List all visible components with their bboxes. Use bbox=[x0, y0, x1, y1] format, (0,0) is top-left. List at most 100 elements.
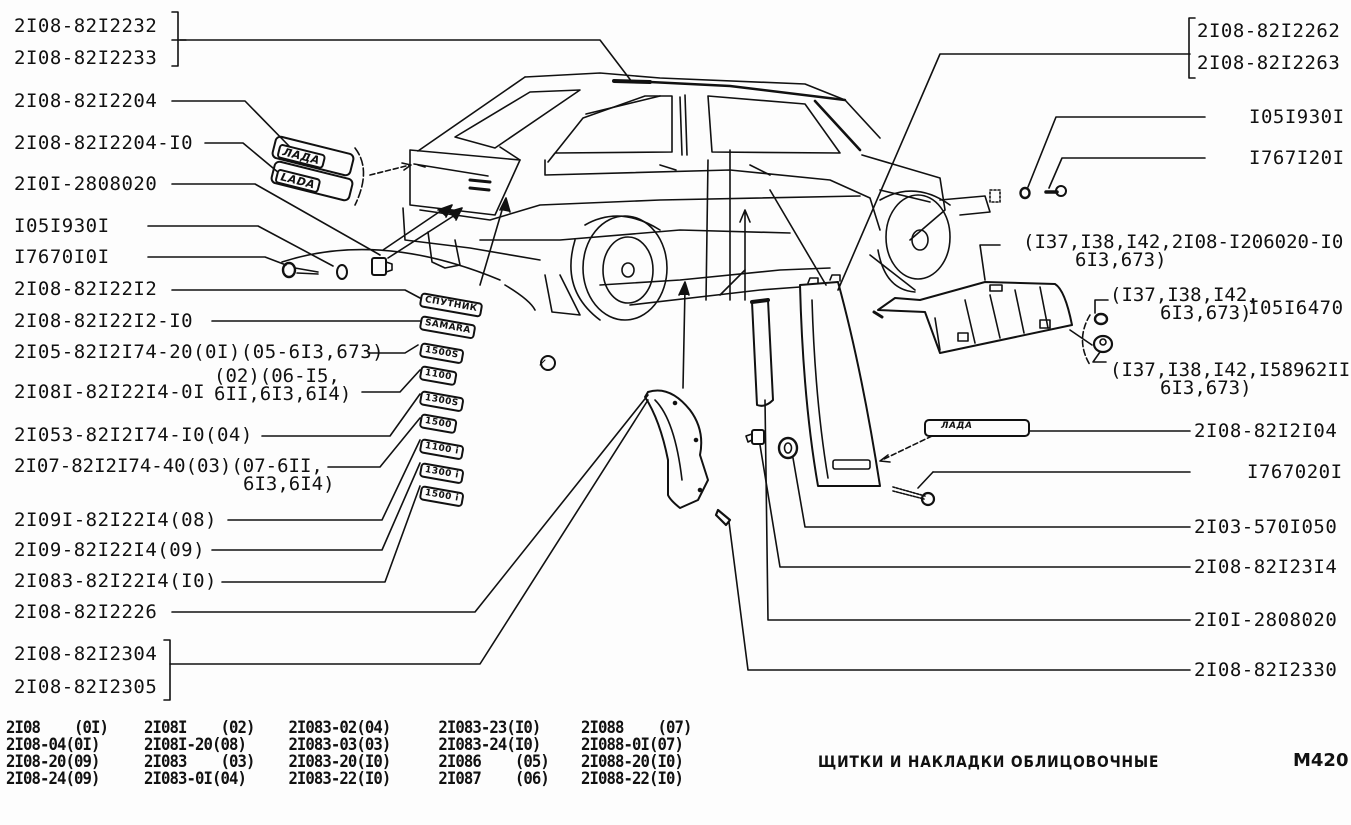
label-emblem-lada-10: 2I08-82I2204-I0 bbox=[14, 132, 194, 154]
leader-roof-molding bbox=[171, 39, 633, 83]
leader-washer-left bbox=[147, 225, 334, 267]
legend-entry: 2I083 (03) bbox=[144, 752, 255, 772]
legend-entry: 2I08I (02) bbox=[144, 718, 255, 738]
pillar-trim-wide bbox=[799, 274, 881, 487]
legend-entry: 2I083-02(04) bbox=[288, 718, 391, 738]
leader-door-molding bbox=[837, 53, 1191, 291]
legend-entry: 2I08 (0I) bbox=[6, 718, 109, 738]
label-nut1-bottom: 6I3,673) bbox=[1160, 302, 1252, 324]
label-badge-sputnik: 2I08-82I22I2 bbox=[14, 278, 158, 300]
screw-right bbox=[1044, 185, 1067, 197]
grommet bbox=[777, 436, 799, 460]
leader-shield bbox=[979, 244, 1001, 281]
label-grommet: 2I03-570I050 bbox=[1194, 516, 1338, 538]
legend-entry: 2I086 (05) bbox=[438, 752, 549, 772]
label-nut1-top: (I37,I38,I42, bbox=[1110, 284, 1259, 306]
label-badge-21081: 2I08I-82I22I4-0I bbox=[14, 381, 206, 403]
label-door-molding-1: 2I08-82I2262 bbox=[1197, 20, 1341, 42]
leader-wheel-arch bbox=[171, 394, 649, 613]
stud bbox=[714, 508, 732, 527]
label-emblem-lada: 2I08-82I2204 bbox=[14, 90, 158, 112]
leader-clip-right bbox=[764, 399, 1191, 621]
leader-emblem-lada-10 bbox=[204, 142, 286, 179]
leader-emblem-lada bbox=[171, 100, 291, 148]
leader-arch-pair bbox=[169, 399, 649, 665]
legend-entry: 2I083-20(I0) bbox=[288, 752, 391, 772]
leader-screw-right bbox=[1048, 157, 1206, 189]
legend-entry: 2I088-20(I0) bbox=[581, 752, 684, 772]
label-shield-bottom: 6I3,673) bbox=[1075, 249, 1167, 271]
label-nut2-bottom: 6I3,673) bbox=[1160, 377, 1252, 399]
legend-entry: 2I08-04(0I) bbox=[6, 735, 100, 755]
legend-column: 2I08I (02) 2I08I-20(08) 2I083 (03) 2I083… bbox=[144, 718, 255, 789]
bracket-door bbox=[1188, 17, 1196, 79]
emblem-lada-pillar: ЛАДА bbox=[941, 421, 973, 431]
label-screw-left: I7670I0I bbox=[14, 246, 110, 268]
legend-entry: 2I083-24(I0) bbox=[438, 735, 541, 755]
label-clip-left: 2I0I-2808020 bbox=[14, 173, 158, 195]
car-body-illustration bbox=[402, 72, 991, 321]
screw-pillar bbox=[892, 486, 936, 507]
label-arch-pair-2: 2I08-82I2305 bbox=[14, 676, 158, 698]
leader-screw-left bbox=[147, 256, 287, 266]
label-badge-2107-top: 2I07-82I2I74-40(03)(07-6II, bbox=[14, 455, 323, 477]
clip-pillar bbox=[745, 429, 765, 445]
legend-entry: 2I088 (07) bbox=[581, 718, 692, 738]
legend-column: 2I088 (07) 2I088-0I(07) 2I088-20(I0) 2I0… bbox=[581, 718, 692, 789]
label-emblem-pillar: 2I08-82I2I04 bbox=[1194, 420, 1338, 442]
label-arch-pair-1: 2I08-82I2304 bbox=[14, 643, 158, 665]
legend-entry: 2I083-0I(04) bbox=[144, 769, 247, 789]
label-badge-2105: 2I05-82I2I74-20(0I)(05-6I3,673) bbox=[14, 341, 385, 363]
legend-entry: 2I083-22(I0) bbox=[288, 769, 391, 789]
fastener-cluster-left bbox=[281, 197, 536, 311]
leader-grommet bbox=[792, 457, 1191, 528]
legend-entry: 2I087 (06) bbox=[438, 769, 549, 789]
page-title: ЩИТКИ И НАКЛАДКИ ОБЛИЦОВОЧНЫЕ bbox=[818, 752, 1160, 771]
label-washer-right: I05I930I bbox=[1249, 106, 1345, 128]
page-code: М420 bbox=[1293, 750, 1349, 771]
pillar-emblem-frame bbox=[924, 419, 1030, 437]
label-shield-top: (I37,I38,I42,2I08-I206020-I0 bbox=[1023, 231, 1344, 253]
label-badge-2107-bottom: 6I3,6I4) bbox=[243, 473, 335, 495]
label-screw-pillar: I767020I bbox=[1247, 461, 1343, 483]
legend-entry: 2I08-20(09) bbox=[6, 752, 100, 772]
badge-leaders bbox=[171, 289, 421, 583]
legend-entry: 2I08I-20(08) bbox=[144, 735, 247, 755]
label-badge-21053: 2I053-82I2I74-I0(04) bbox=[14, 424, 253, 446]
wheel-arch-trim bbox=[644, 389, 709, 509]
label-badge-samara: 2I08-82I22I2-I0 bbox=[14, 310, 194, 332]
arrow-pillar bbox=[769, 189, 827, 286]
legend-entry: 2I08-24(09) bbox=[6, 769, 100, 789]
legend-entry: 2I088-0I(07) bbox=[581, 735, 684, 755]
legend-column: 2I083-23(I0) 2I083-24(I0) 2I086 (05) 2I0… bbox=[438, 720, 549, 789]
leader-clip-pillar bbox=[759, 444, 1191, 568]
leader-stud bbox=[728, 521, 1191, 671]
label-washer-left: I05I930I bbox=[14, 215, 110, 237]
label-badge-2109: 2I09-82I22I4(09) bbox=[14, 539, 206, 561]
label-badge-21081-sup-bottom: 6II,6I3,6I4) bbox=[214, 383, 352, 405]
label-clip-pillar: 2I08-82I23I4 bbox=[1194, 556, 1338, 578]
label-roof-molding-2: 2I08-82I2233 bbox=[14, 47, 158, 69]
label-badge-21081-sup-top: (02)(06-I5, bbox=[214, 365, 340, 387]
pillar-trim-narrow bbox=[750, 298, 774, 407]
label-screw-right: I767I20I bbox=[1249, 147, 1345, 169]
label-stud: 2I08-82I2330 bbox=[1194, 659, 1338, 681]
bracket-roof bbox=[171, 11, 179, 67]
label-clip-right: 2I0I-2808020 bbox=[1194, 609, 1338, 631]
label-door-molding-2: 2I08-82I2263 bbox=[1197, 52, 1341, 74]
arrow-wheel-arch bbox=[682, 287, 686, 389]
washer-right bbox=[1019, 186, 1031, 200]
label-badge-21083: 2I083-82I22I4(I0) bbox=[14, 570, 217, 592]
label-nut1-code: I05I6470 bbox=[1248, 297, 1344, 319]
label-nut2-top: (I37,I38,I42,I58962II bbox=[1110, 359, 1351, 381]
label-roof-molding-1: 2I08-82I2232 bbox=[14, 15, 158, 37]
legend-entry: 2I088-22(I0) bbox=[581, 769, 684, 789]
nut-right-group bbox=[1069, 299, 1114, 366]
legend-column: 2I083-02(04) 2I083-03(03) 2I083-20(I0) 2… bbox=[288, 718, 391, 789]
label-badge-21091: 2I09I-82I22I4(08) bbox=[14, 509, 217, 531]
label-wheel-arch-trim: 2I08-82I2226 bbox=[14, 601, 158, 623]
rear-shield bbox=[872, 281, 1073, 354]
leader-washer-right bbox=[1027, 116, 1206, 188]
legend-column: 2I08 (0I) 2I08-04(0I) 2I08-20(09) 2I08-2… bbox=[6, 718, 109, 789]
